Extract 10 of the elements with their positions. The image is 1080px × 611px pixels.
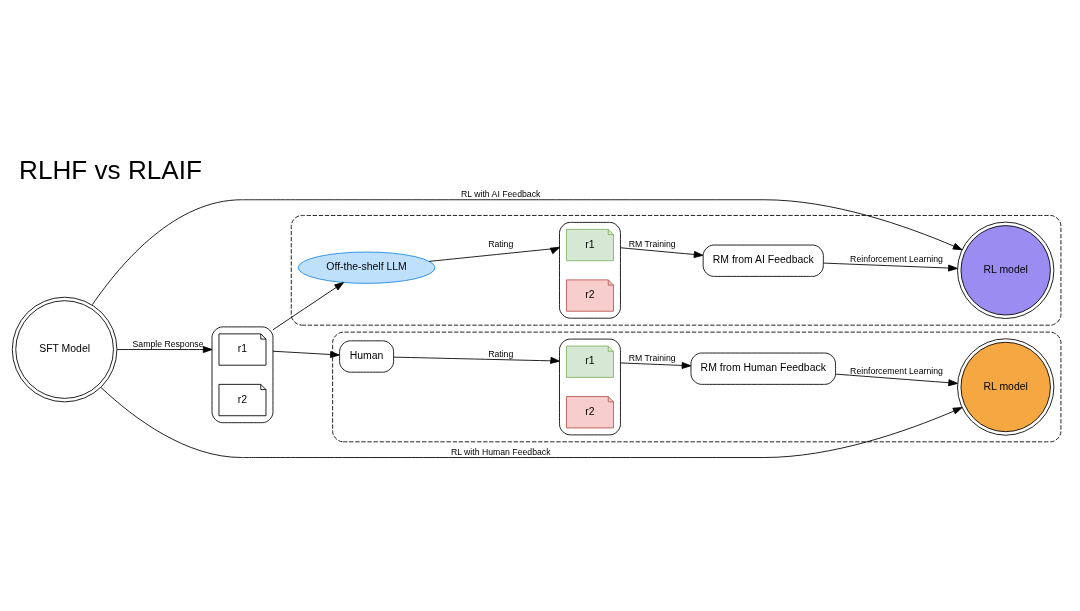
- edge-label: RM Training: [628, 352, 676, 363]
- edge-label: Sample Response: [132, 338, 204, 349]
- edge-label: Rating: [488, 238, 514, 249]
- edge-label: Rating: [488, 348, 514, 359]
- edge-label: RL with Human Feedback: [450, 446, 551, 457]
- edge-label: RM Training: [628, 238, 676, 249]
- edge-label: Reinforcement Learning: [850, 253, 943, 264]
- diagram-title: RLHF vs RLAIF: [19, 154, 202, 185]
- edge-label: Reinforcement Learning: [850, 365, 943, 376]
- edge-label: RL with AI Feedback: [461, 188, 541, 199]
